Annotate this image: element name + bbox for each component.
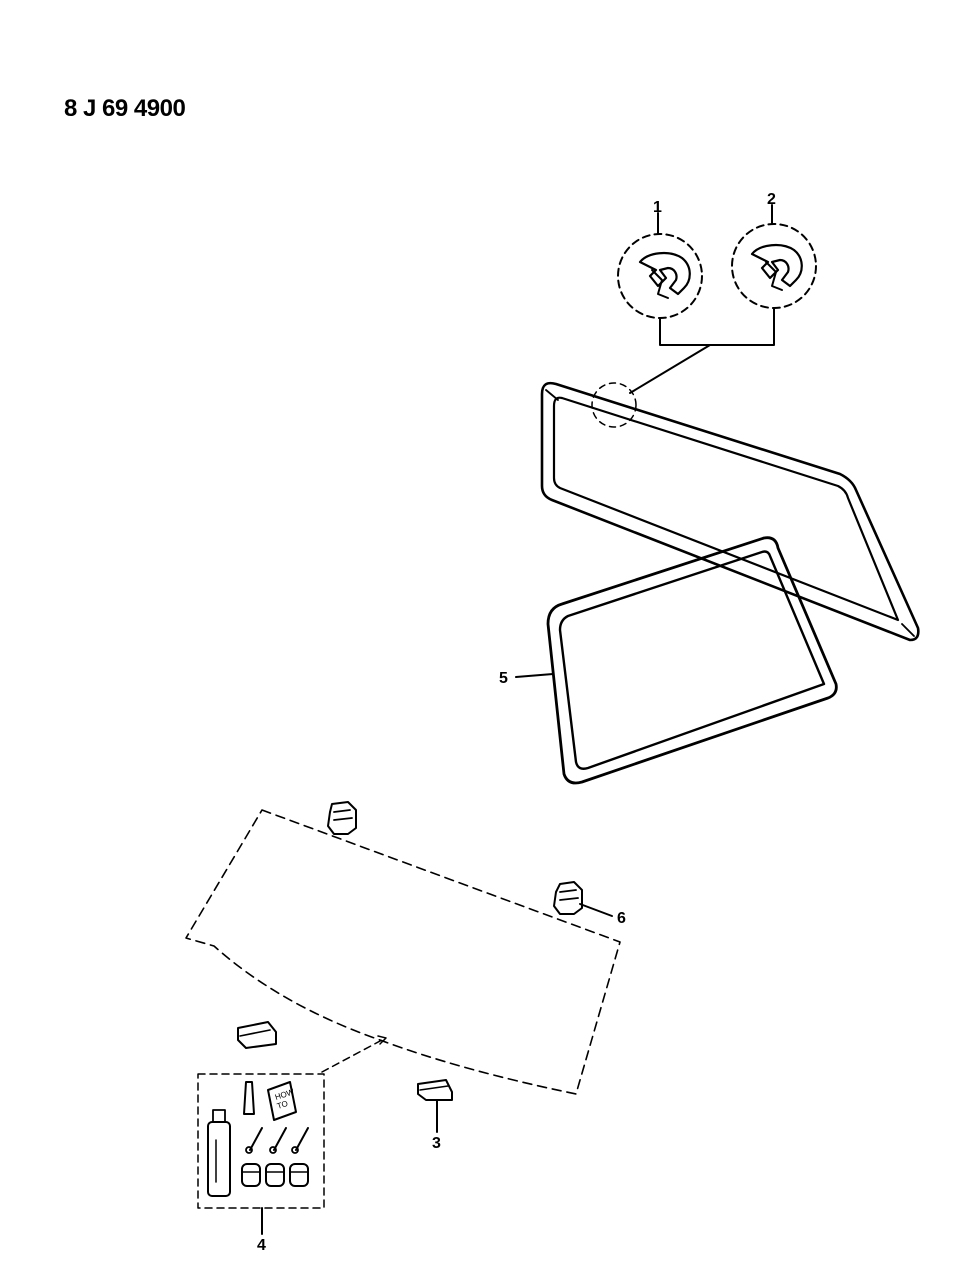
quarter-window-weatherstrip	[546, 536, 838, 785]
glass-spacer-lower	[417, 1079, 453, 1101]
leader-6	[579, 903, 613, 917]
glass-spacer-left	[237, 1021, 277, 1049]
nozzle-icon	[243, 1081, 255, 1115]
glass-clip-right	[553, 881, 583, 915]
instruction-booklet-icon: HOW TO	[267, 1081, 297, 1121]
callout-1: 1	[653, 199, 662, 216]
callout-4: 4	[257, 1237, 266, 1254]
callout-3: 3	[432, 1135, 441, 1152]
callout-6: 6	[617, 910, 626, 927]
callout-2: 2	[767, 191, 776, 208]
weatherstrip-profile-detail-2	[731, 204, 817, 309]
applicator-swab-icons	[245, 1127, 309, 1154]
rear-window-weatherstrip	[540, 381, 920, 642]
leader-5	[515, 673, 554, 678]
diagram-code: 8 J 69 4900	[64, 95, 185, 122]
weatherstrip-profile-detail-1	[617, 212, 703, 319]
adhesive-cartridge-icon	[207, 1121, 231, 1197]
booklet-line2: TO	[276, 1099, 289, 1111]
adhesive-kit: HOW TO	[197, 1035, 387, 1209]
primer-jar-icons	[241, 1163, 309, 1187]
glass-clip-upper	[327, 801, 357, 835]
glass-outline-dashed	[185, 809, 621, 1095]
detail-leader-bracket	[591, 307, 775, 428]
callout-5: 5	[499, 670, 508, 687]
